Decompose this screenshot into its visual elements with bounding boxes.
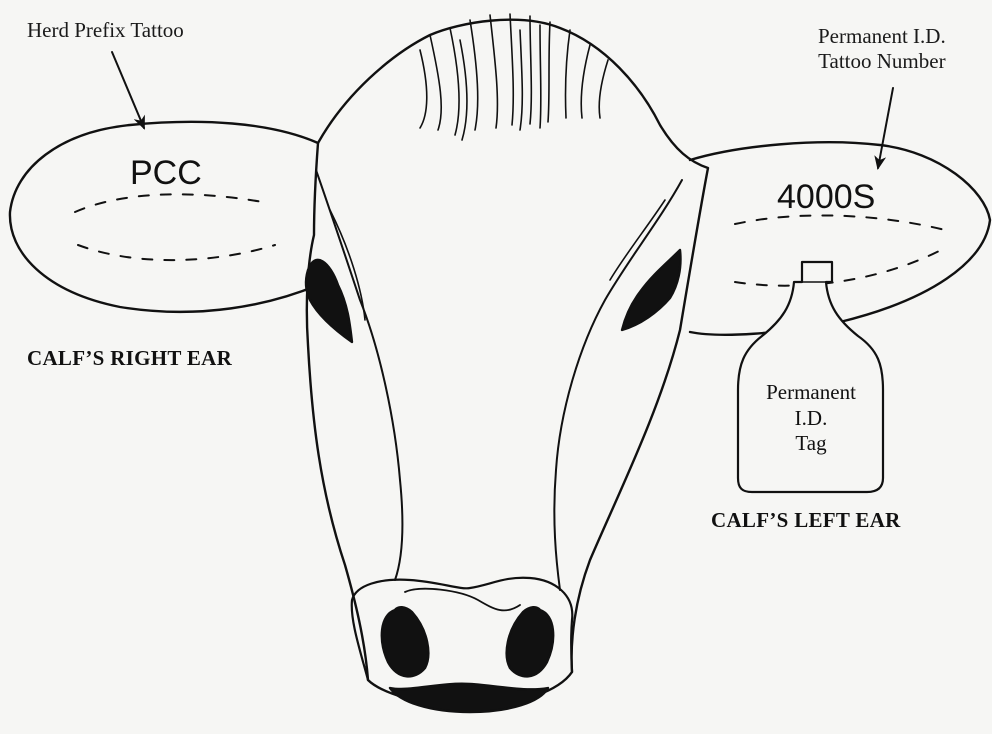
calf-left-eye [622, 250, 681, 330]
right-ear-caption: CALF’S RIGHT EAR [27, 346, 232, 371]
permanent-id-tattoo-label-line2: Tattoo Number [818, 49, 946, 74]
calf-left-ear [690, 142, 990, 334]
calf-right-ear [10, 122, 318, 312]
id-tag-label-line1: Permanent [745, 380, 877, 406]
forelock-tuft [420, 14, 608, 140]
left-ear-tattoo-text: 4000S [777, 178, 875, 217]
right-ear-tattoo-text: PCC [130, 154, 202, 193]
muzzle-bridge [405, 589, 520, 611]
id-tag-label: Permanent I.D. Tag [745, 380, 877, 457]
right-ear-tattoo-dash-top [75, 194, 268, 212]
id-tag-shape [738, 262, 883, 492]
calf-right-nostril [382, 607, 428, 676]
id-tag-label-line2: I.D. [745, 406, 877, 432]
permanent-id-tattoo-arrow [878, 88, 893, 168]
id-tag-label-line3: Tag [745, 431, 877, 457]
herd-prefix-tattoo-label: Herd Prefix Tattoo [27, 18, 184, 43]
permanent-id-tattoo-label-line1: Permanent I.D. [818, 24, 946, 49]
calf-head-outline [307, 20, 708, 708]
left-ear-tattoo-dash-bottom [735, 248, 945, 286]
left-ear-caption: CALF’S LEFT EAR [711, 508, 901, 533]
herd-prefix-arrow [112, 52, 144, 128]
left-ear-tattoo-dash-top [735, 215, 945, 230]
right-ear-tattoo-dash-bottom [78, 245, 275, 260]
face-crease-right [610, 200, 665, 280]
permanent-id-tattoo-label: Permanent I.D. Tattoo Number [818, 24, 946, 74]
calf-mouth [390, 684, 548, 712]
calf-left-nostril [507, 607, 553, 676]
calf-right-eye [306, 260, 352, 342]
face-contour-left [316, 170, 402, 580]
